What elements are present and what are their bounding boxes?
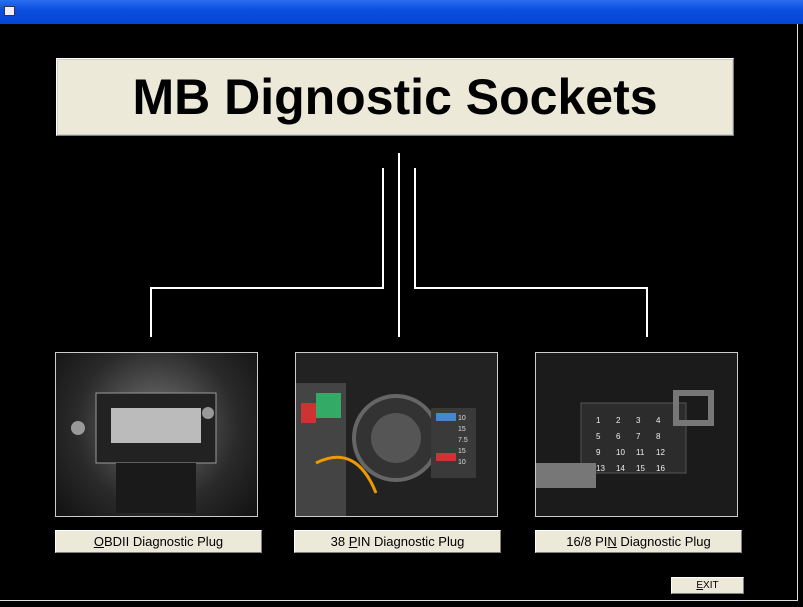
label: 16/8 PI bbox=[566, 534, 608, 549]
38-pin-socket-photo[interactable]: 10 15 7.5 15 10 bbox=[295, 352, 498, 517]
fuse-label: 10 bbox=[458, 415, 466, 422]
fuse-label: 7.5 bbox=[458, 437, 468, 444]
label: Diagnostic Plug bbox=[616, 534, 711, 549]
connector-line-right bbox=[414, 168, 416, 289]
pin-number-label: 9 bbox=[596, 448, 601, 457]
pin-number-label: 11 bbox=[636, 448, 645, 457]
fuse-label: 15 bbox=[458, 448, 466, 455]
page-title: MB Dignostic Sockets bbox=[132, 69, 658, 125]
connector-line-right-drop bbox=[646, 287, 648, 337]
pin-number-label: 16 bbox=[656, 464, 665, 473]
exit-button[interactable]: EXIT bbox=[671, 577, 744, 594]
connector-line-left-drop bbox=[150, 287, 152, 337]
connector-line-left-h bbox=[150, 287, 384, 289]
connector-line-center bbox=[398, 153, 400, 337]
label-mnemonic: E bbox=[696, 580, 704, 591]
fuse-label: 15 bbox=[458, 426, 466, 433]
connector-line-right-h bbox=[414, 287, 648, 289]
pin-number-label: 3 bbox=[636, 416, 641, 425]
label-mnemonic: O bbox=[93, 534, 104, 549]
16-8-pin-diagnostic-plug-button[interactable]: 16/8 PIN Diagnostic Plug bbox=[535, 530, 742, 553]
pin-number-label: 5 bbox=[596, 432, 601, 441]
connector-line-left bbox=[382, 168, 384, 289]
label: XIT bbox=[703, 580, 719, 591]
pin-number-label: 6 bbox=[616, 432, 621, 441]
label: 38 bbox=[330, 534, 349, 549]
pin-number-label: 8 bbox=[656, 432, 661, 441]
pin-number-label: 1 bbox=[596, 416, 601, 425]
38-pin-diagnostic-plug-button[interactable]: 38 PIN Diagnostic Plug bbox=[294, 530, 501, 553]
label: BDII Diagnostic Plug bbox=[103, 534, 224, 549]
label-mnemonic: P bbox=[348, 534, 358, 549]
pin-number-label: 4 bbox=[656, 416, 661, 425]
app-icon bbox=[4, 6, 15, 16]
fuse-label: 10 bbox=[458, 459, 466, 466]
obd2-diagnostic-plug-button[interactable]: OBDII Diagnostic Plug bbox=[55, 530, 262, 553]
obd2-socket-photo[interactable] bbox=[55, 352, 258, 517]
pin-number-label: 12 bbox=[656, 448, 665, 457]
pin-number-label: 14 bbox=[616, 464, 625, 473]
window-frame bbox=[0, 24, 798, 601]
pin-number-label: 13 bbox=[596, 464, 605, 473]
pin-number-label: 15 bbox=[636, 464, 645, 473]
pin-number-label: 2 bbox=[616, 416, 621, 425]
title-panel: MB Dignostic Sockets bbox=[56, 58, 734, 136]
label-mnemonic: N bbox=[607, 534, 617, 549]
pin-number-label: 7 bbox=[636, 432, 641, 441]
label: IN Diagnostic Plug bbox=[357, 534, 465, 549]
pin-number-label: 10 bbox=[616, 448, 625, 457]
window-titlebar bbox=[0, 0, 803, 24]
